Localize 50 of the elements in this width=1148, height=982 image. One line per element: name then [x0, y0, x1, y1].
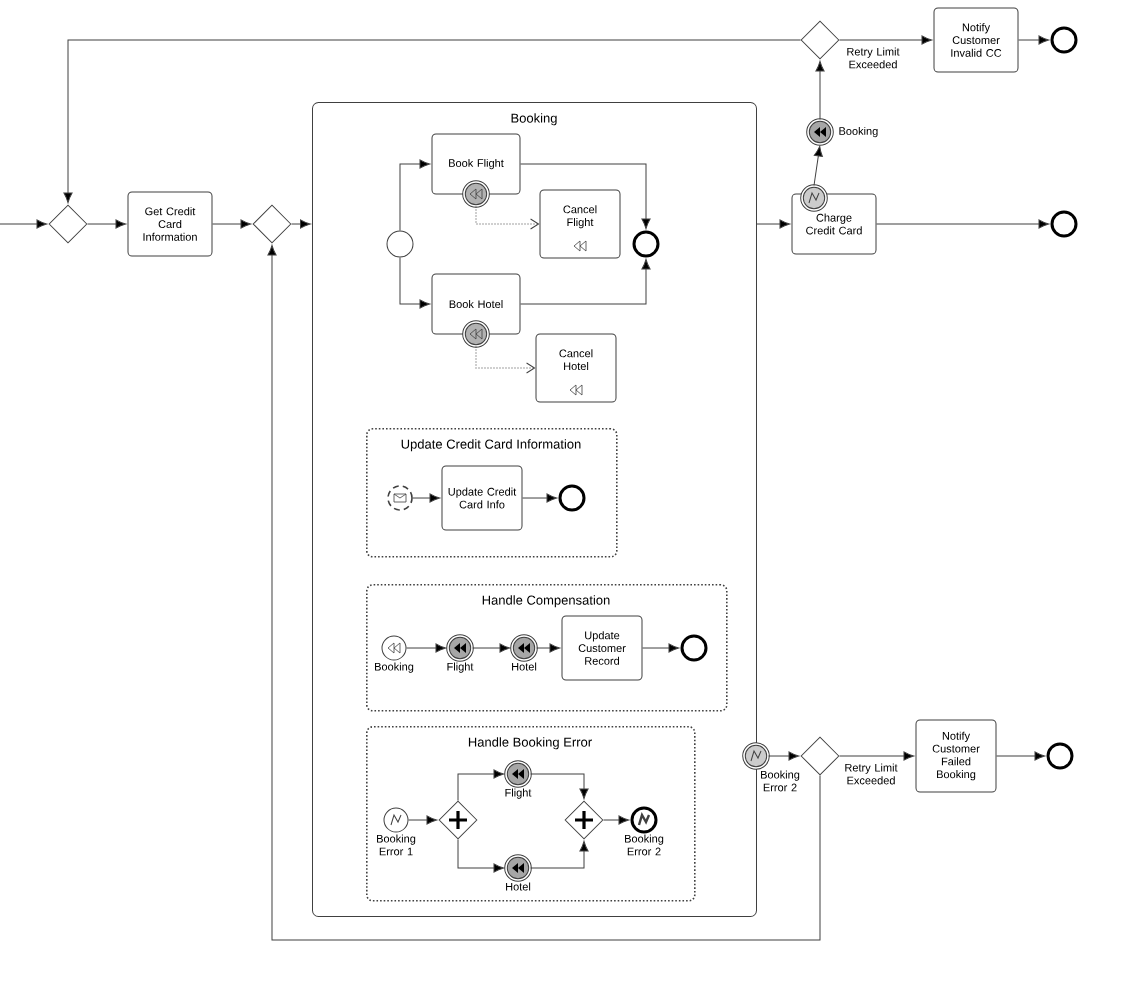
arrow — [876, 219, 1050, 229]
arrow — [457, 769, 505, 801]
arrow — [839, 751, 915, 761]
arrow — [399, 257, 431, 309]
arrow — [457, 839, 505, 873]
parallel-gateway — [438, 800, 478, 840]
end-event — [1046, 742, 1074, 770]
arrow — [530, 773, 589, 800]
arrow — [212, 219, 252, 229]
message-event — [387, 485, 413, 511]
end-event — [558, 484, 586, 512]
end-event — [1050, 210, 1078, 238]
end-event — [1050, 26, 1078, 54]
parallel-gateway — [564, 800, 604, 840]
arrow — [530, 840, 589, 869]
end-event — [680, 634, 708, 662]
arrow — [768, 751, 800, 761]
compensation-event — [462, 320, 490, 348]
gateway-diamond — [800, 736, 840, 776]
end-event — [632, 230, 660, 258]
association-arrow — [475, 346, 536, 374]
gateway-diamond — [252, 204, 292, 244]
arrow — [399, 159, 431, 231]
association-arrow — [475, 206, 540, 230]
arrow — [642, 643, 680, 653]
arrow — [0, 219, 48, 229]
start-event — [386, 230, 414, 258]
arrow — [996, 751, 1046, 761]
arrow — [1018, 35, 1050, 45]
arrow — [815, 60, 825, 120]
arrow — [412, 493, 441, 503]
arrow — [291, 219, 311, 229]
arrow — [520, 163, 651, 230]
gateway-diamond — [48, 204, 88, 244]
arrow — [408, 815, 438, 825]
arrow — [472, 643, 511, 653]
arrow — [839, 35, 933, 45]
arrow — [603, 815, 630, 825]
arrow — [520, 258, 651, 305]
gateway-diamond — [800, 20, 840, 60]
arrow — [536, 643, 561, 653]
error-event — [800, 184, 828, 212]
arrow — [87, 219, 127, 229]
arrow — [522, 493, 558, 503]
arrow — [267, 244, 821, 941]
arrow — [63, 39, 801, 204]
compensation-event — [462, 180, 490, 208]
arrow — [756, 219, 791, 229]
arrow — [813, 145, 823, 186]
arrow — [406, 643, 447, 653]
